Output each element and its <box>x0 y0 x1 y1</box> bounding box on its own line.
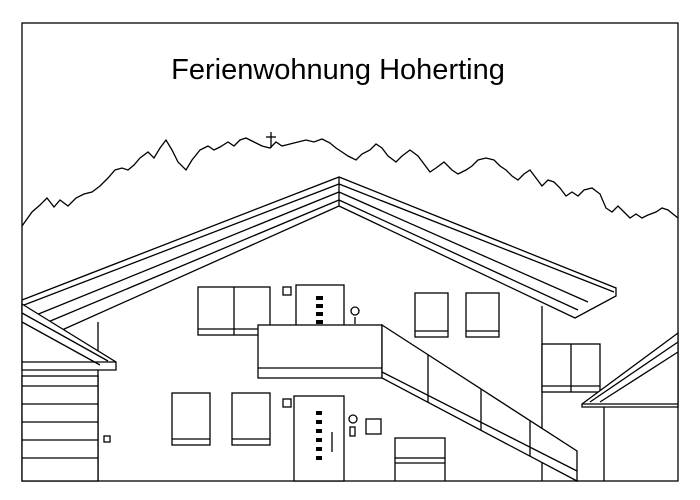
staircase-railing <box>381 323 578 483</box>
summit-cross-icon <box>266 132 276 148</box>
balcony <box>257 324 383 379</box>
page-title: Ferienwohnung Hoherting <box>171 54 505 86</box>
lower-door <box>293 395 382 482</box>
picture-frame <box>21 22 679 482</box>
left-side-building <box>21 302 117 482</box>
lower-windows <box>171 392 292 446</box>
mountain-ridge <box>21 137 679 227</box>
upper-door <box>295 284 360 328</box>
upper-windows <box>197 286 601 393</box>
bench <box>394 437 446 481</box>
right-side-building <box>581 331 679 481</box>
